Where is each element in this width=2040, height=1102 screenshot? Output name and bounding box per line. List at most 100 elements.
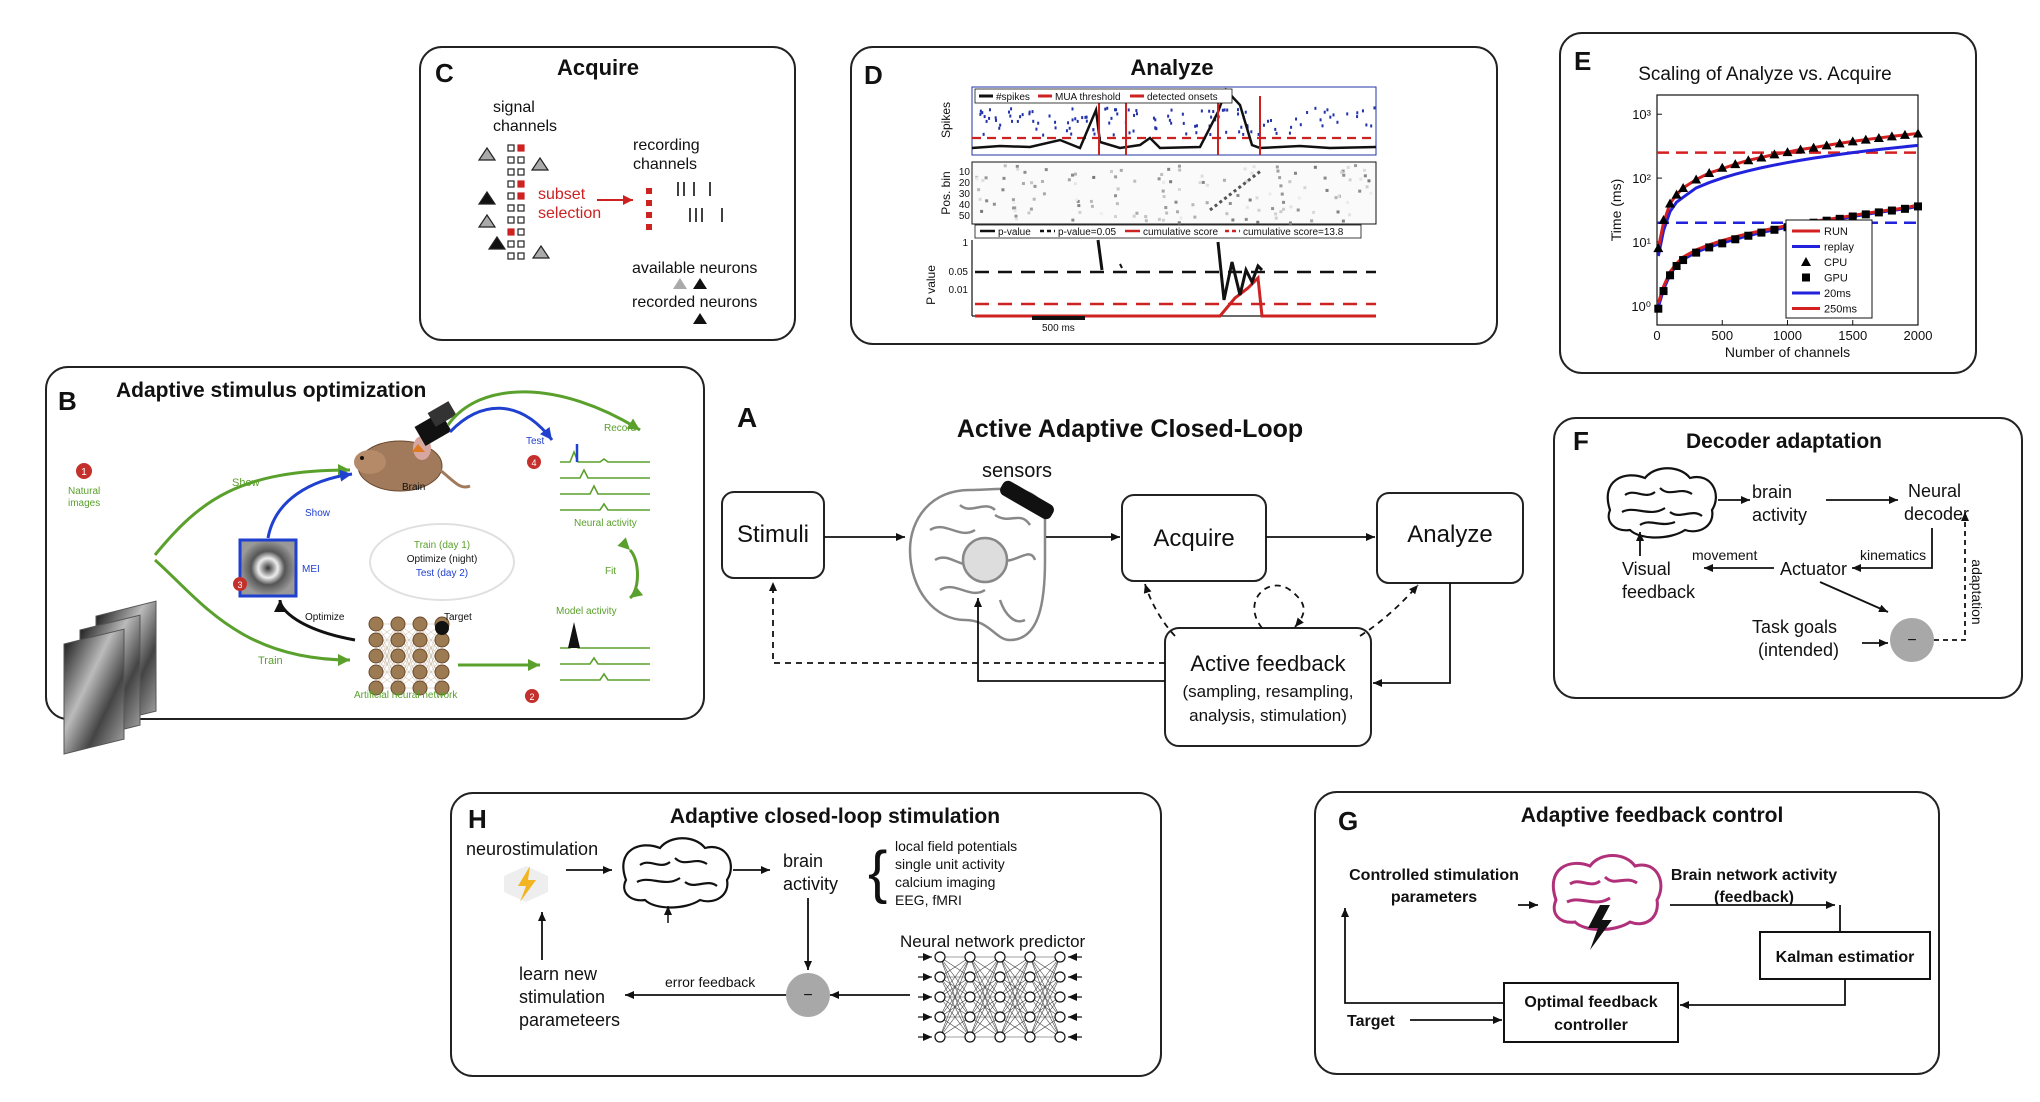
spike-dot	[1081, 116, 1084, 120]
spike-dot	[1155, 127, 1158, 131]
spike-dot	[1092, 128, 1095, 132]
spike-dot	[1195, 124, 1198, 128]
posbin-cell	[1016, 167, 1020, 171]
posbin-cell	[1358, 189, 1362, 193]
predictor-node	[1054, 951, 1066, 963]
spike-dot	[1356, 111, 1359, 115]
spike-dot	[1314, 106, 1317, 110]
ann-edge	[397, 623, 421, 673]
ann-node	[390, 680, 406, 696]
spike-dot	[1236, 108, 1239, 112]
posbin-cell	[1003, 164, 1007, 168]
legend-pvalue-005: p-value=0.05	[1058, 227, 1117, 238]
legend-onsets: detected onsets	[1147, 92, 1218, 103]
posbin-cell	[1174, 200, 1178, 204]
predictor-edge	[1029, 1016, 1061, 1038]
feedback-to-brain-arrow	[974, 598, 1165, 682]
learn-3: parameteers	[519, 1010, 620, 1030]
ann-node	[368, 616, 384, 632]
modality-4: EEG, fMRI	[895, 892, 962, 908]
cpu-marker	[1769, 149, 1780, 159]
posbin-cell	[1222, 178, 1226, 182]
ann-node	[412, 616, 428, 632]
neurostim-label: neurostimulation	[466, 839, 598, 859]
pos-tick-10: 10	[959, 167, 971, 178]
posbin-cell	[1334, 196, 1338, 200]
panel-g: G Adaptive feedback control Controlled s…	[1314, 791, 1940, 1075]
gpu-marker	[1731, 235, 1740, 244]
step-1-num: 1	[81, 467, 87, 478]
actuator-to-compare-arrow	[1819, 581, 1889, 613]
active-feedback-line2: analysis, stimulation)	[1189, 706, 1347, 725]
spike-dot	[1084, 115, 1087, 119]
legend-label: 250ms	[1824, 304, 1858, 316]
x-tick-label: 500	[1711, 328, 1733, 343]
spike-dot	[1209, 133, 1212, 137]
spike-dot	[1194, 124, 1197, 128]
step-1-badge	[76, 463, 92, 479]
step-3-badge	[233, 577, 247, 591]
posbin-cell	[1132, 214, 1136, 218]
pos-tick-40: 40	[959, 200, 971, 211]
posbin-cell	[1288, 221, 1292, 225]
cpu-marker	[1886, 131, 1897, 141]
p-tick-1: 1	[962, 238, 968, 249]
spike-dot	[1054, 120, 1057, 124]
cpu-marker	[1873, 132, 1884, 142]
show-label-top: Show	[232, 477, 260, 489]
stimuli-box	[721, 491, 825, 579]
posbin-cell	[1114, 215, 1118, 219]
spike-dot	[1244, 110, 1247, 114]
task-goals-1: Task goals	[1752, 617, 1837, 637]
neural-decoder-2: decoder	[1904, 504, 1969, 524]
error-comparator	[786, 973, 830, 1017]
decoder-to-actuator-arrow	[1852, 528, 1933, 572]
actuator-label: Actuator	[1780, 559, 1847, 579]
predictor-label: Neural network predictor	[900, 932, 1086, 951]
spike-dot	[1071, 118, 1074, 122]
posbin-plot-frame	[971, 161, 1377, 225]
cpu-marker	[1743, 155, 1754, 165]
train-day1: Train (day 1)	[414, 540, 470, 551]
spike-dot	[1262, 123, 1265, 127]
posbin-cell	[1191, 203, 1195, 207]
posbin-cell	[1002, 176, 1006, 180]
predictor-node	[1054, 1031, 1066, 1043]
posbin-cell	[1030, 181, 1034, 185]
posbin-cell	[1116, 187, 1120, 191]
panel-h-title: Adaptive closed-loop stimulation	[670, 805, 1000, 828]
spike-dot	[1032, 119, 1035, 123]
predictor-edge	[939, 956, 971, 978]
predictor-edge	[969, 996, 1001, 1038]
posbin-cell	[1268, 192, 1272, 196]
neuron-triangles-left	[477, 146, 551, 259]
posbin-cell	[1157, 177, 1161, 181]
kalman-to-ofc-arrow	[1680, 979, 1846, 1009]
spike-dot	[1274, 127, 1277, 131]
natural-images-2: images	[68, 498, 100, 509]
posbin-cell	[1109, 170, 1113, 174]
posbin-cell	[1099, 212, 1103, 216]
pvalue-legend	[974, 224, 1362, 239]
spike-dot	[1010, 107, 1013, 111]
recording-channels-label-1: recording	[633, 137, 700, 154]
pos-tick-30: 30	[959, 189, 971, 200]
brain-activity-h-2: activity	[783, 874, 838, 894]
posbin-cell	[1256, 220, 1260, 224]
cpu-marker	[1860, 134, 1871, 144]
posbin-cell	[1362, 168, 1366, 172]
posbin-cell	[981, 179, 985, 183]
posbin-cell	[1115, 202, 1119, 206]
posbin-cell	[1363, 174, 1367, 178]
y-tick-label: 10⁰	[1631, 299, 1651, 314]
cpu-marker	[1717, 162, 1728, 172]
step-2-num: 2	[529, 692, 534, 702]
spike-dot	[1037, 121, 1040, 125]
cpu-marker	[1653, 243, 1664, 253]
cpu-marker	[1795, 144, 1806, 154]
gpu-marker	[1744, 231, 1753, 240]
show-mei-arrow	[266, 469, 353, 539]
posbin-cell	[1200, 174, 1204, 178]
pvalue-ylabel: P value	[924, 265, 938, 305]
mei-label: MEI	[302, 564, 320, 575]
